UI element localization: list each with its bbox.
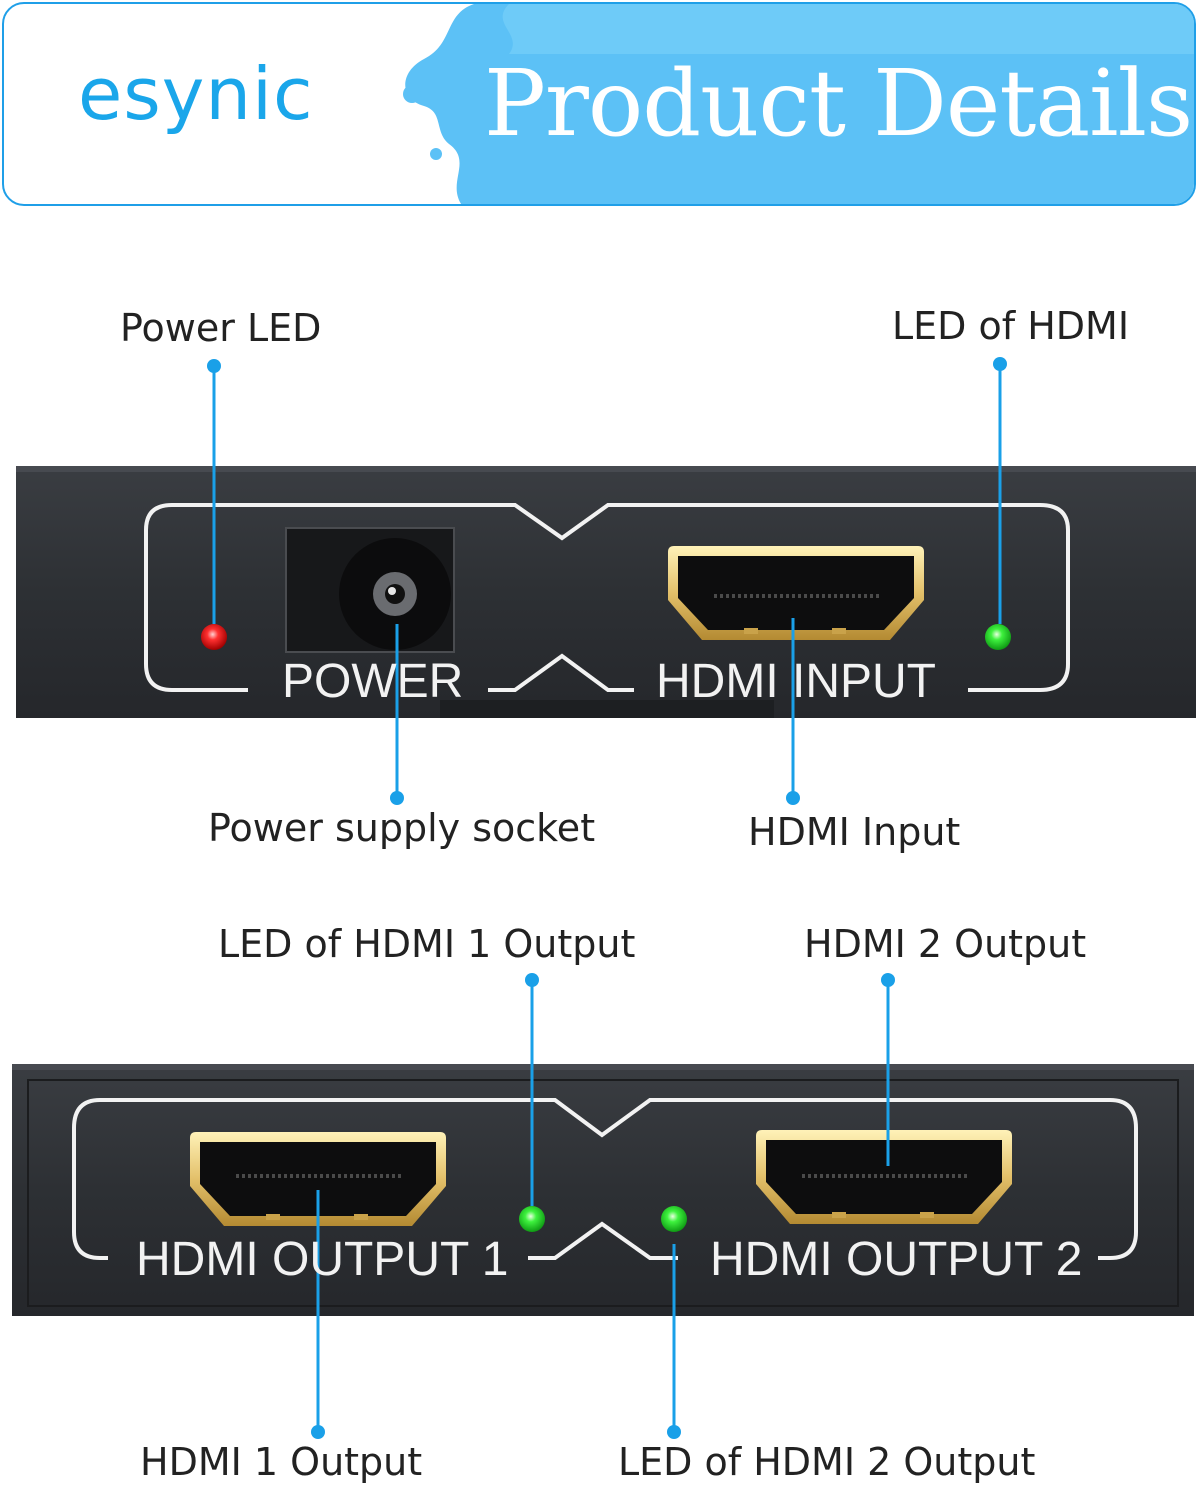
banner-splash-shape (403, 4, 1194, 204)
panel-label-hdmi-input: HDMI INPUT (656, 655, 936, 708)
hdmi-output-2-port-icon (756, 1130, 1012, 1224)
front-panel (16, 466, 1196, 718)
callout-power-led: Power LED (120, 306, 322, 350)
hdmi-output-1-led-icon (519, 1206, 545, 1232)
panel-label-hdmi-output-2: HDMI OUTPUT 2 (710, 1233, 1083, 1286)
callout-power-supply-socket: Power supply socket (208, 806, 596, 850)
hdmi-output-1-port-icon (190, 1132, 446, 1226)
brand-logo: esynic (78, 52, 314, 136)
callout-lines (207, 357, 1007, 1439)
callout-hdmi-input: HDMI Input (748, 810, 961, 854)
callout-led-hdmi-1-output: LED of HDMI 1 Output (218, 922, 636, 966)
power-socket-icon (285, 527, 455, 653)
panel-label-hdmi-output-1: HDMI OUTPUT 1 (136, 1233, 509, 1286)
back-panel (12, 1064, 1194, 1316)
power-led-icon (201, 624, 227, 650)
callout-hdmi-2-output: HDMI 2 Output (804, 922, 1087, 966)
hdmi-input-port-icon (668, 546, 924, 640)
page-title: Product Details (484, 50, 1193, 157)
hdmi-input-led-icon (985, 624, 1011, 650)
header-banner: esynic Product Details (2, 2, 1196, 206)
hdmi-output-2-led-icon (661, 1206, 687, 1232)
callout-led-hdmi-2-output: LED of HDMI 2 Output (618, 1440, 1036, 1484)
panel-label-power: POWER (282, 655, 464, 708)
callout-led-of-hdmi: LED of HDMI (892, 304, 1130, 348)
callout-hdmi-1-output: HDMI 1 Output (140, 1440, 423, 1484)
